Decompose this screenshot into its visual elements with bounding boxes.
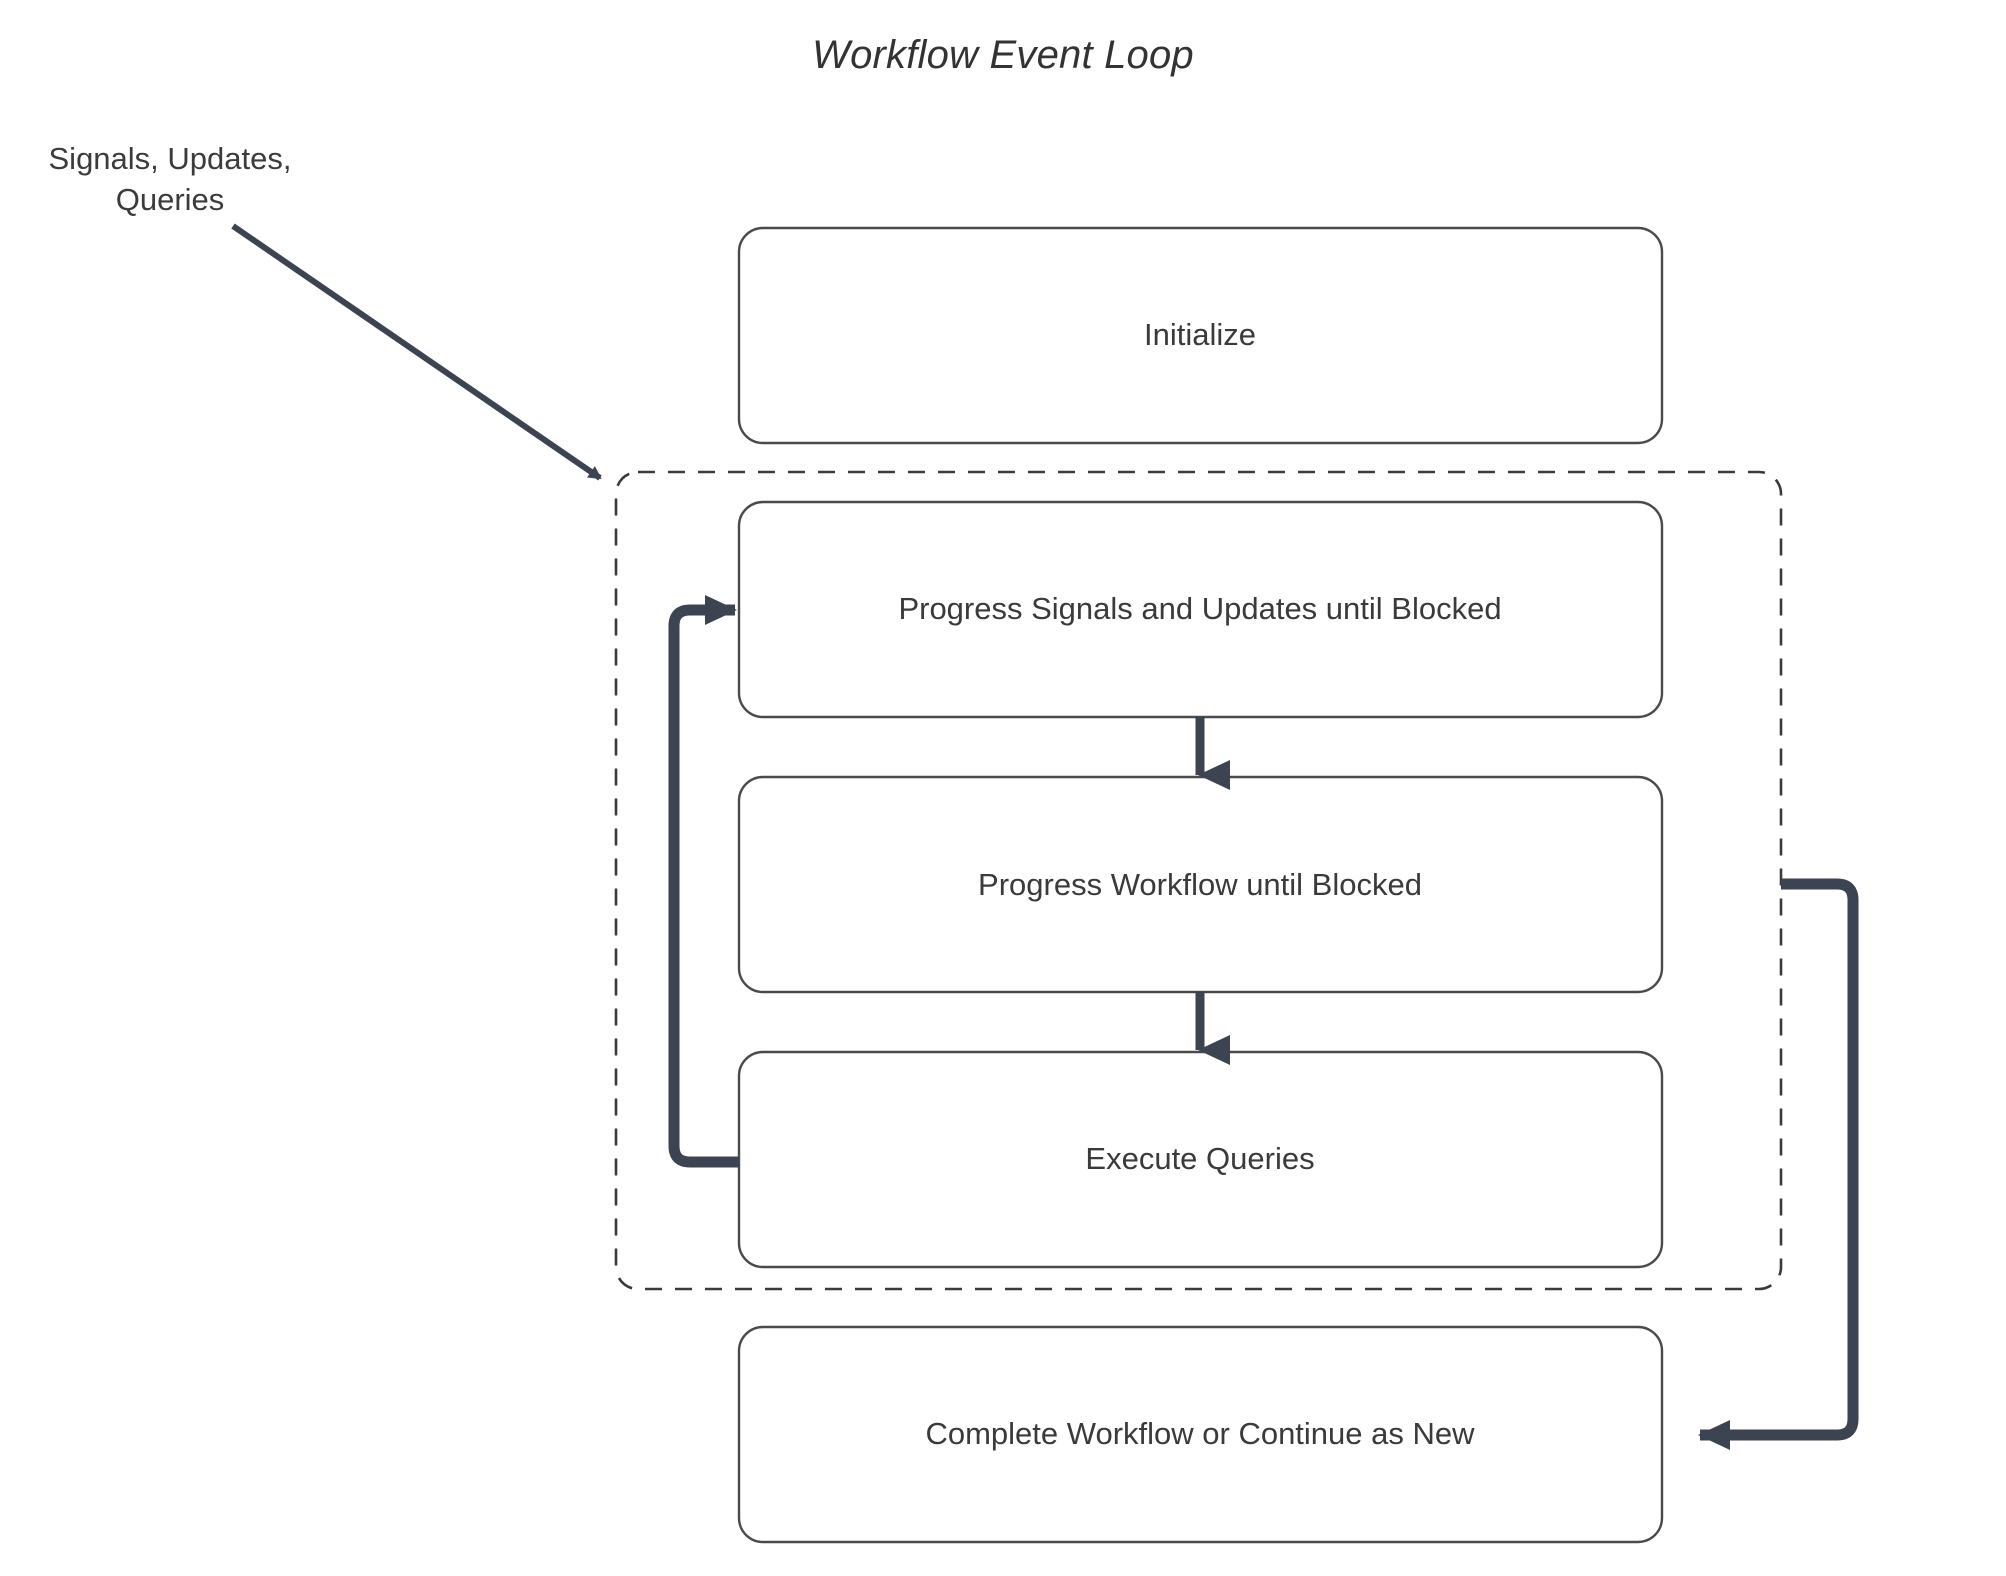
node-execute-queries-label: Execute Queries bbox=[1085, 1141, 1315, 1176]
node-initialize-label: Initialize bbox=[1144, 317, 1256, 352]
page-title: Workflow Event Loop bbox=[812, 33, 1194, 77]
edge-queries-to-signals bbox=[668, 595, 739, 1168]
edge-external-to-loop bbox=[231, 223, 602, 481]
external-input-label: Signals, Updates, Queries bbox=[20, 138, 320, 220]
edge-loop-to-complete bbox=[1698, 878, 1859, 1450]
node-complete-workflow-label: Complete Workflow or Continue as New bbox=[925, 1416, 1475, 1451]
node-complete-workflow-box[interactable] bbox=[737, 1325, 1664, 1544]
external-input-label-line2: Queries bbox=[115, 182, 225, 217]
node-progress-workflow-label: Progress Workflow until Blocked bbox=[978, 867, 1422, 902]
node-progress-signals-label: Progress Signals and Updates until Block… bbox=[898, 591, 1502, 626]
node-initialize-box[interactable] bbox=[737, 226, 1664, 445]
external-input-label-line1: Signals, Updates, bbox=[48, 141, 292, 176]
